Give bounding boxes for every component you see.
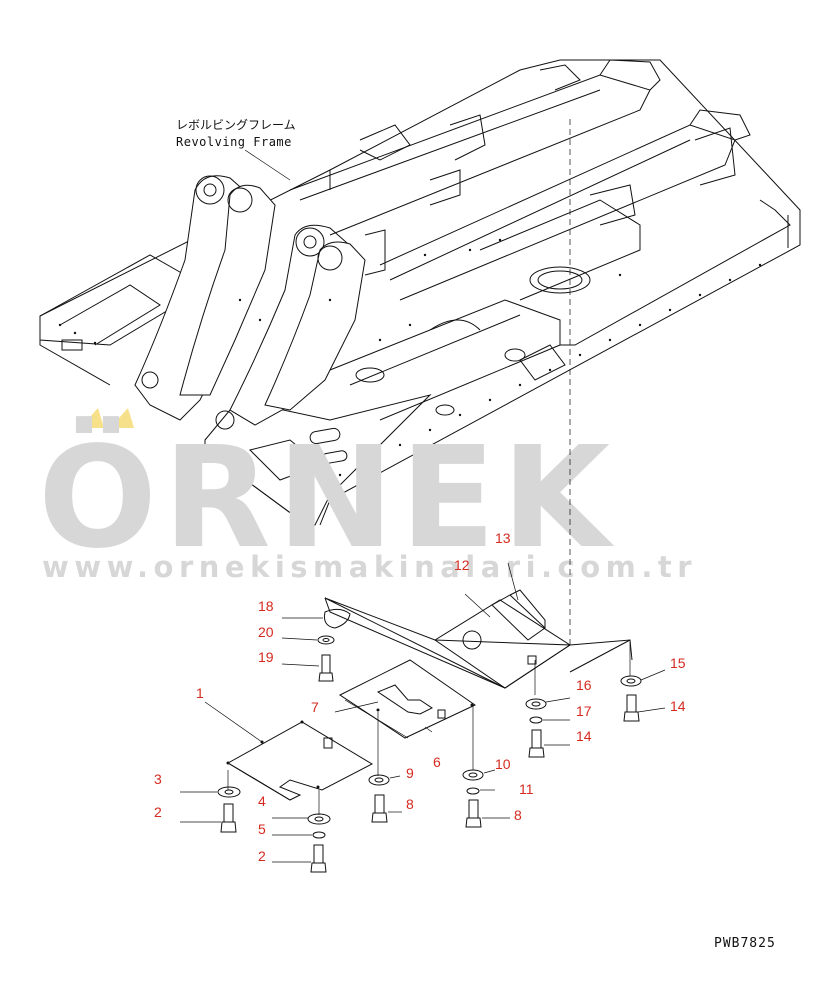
frame-bolt-holes bbox=[58, 238, 762, 477]
callout-7: 7 bbox=[311, 699, 319, 715]
callout-4: 4 bbox=[258, 793, 266, 809]
callout-20: 20 bbox=[258, 624, 274, 640]
watermark-brand: ÖRNEK bbox=[38, 415, 616, 580]
watermark-accent-right bbox=[110, 408, 134, 428]
callout-5: 5 bbox=[258, 821, 266, 837]
callout-12: 12 bbox=[454, 557, 470, 573]
cover-plate-12 bbox=[324, 562, 633, 689]
watermark-accent-left bbox=[80, 408, 104, 428]
watermark-url: www.ornekismakinalari.com.tr bbox=[42, 550, 697, 584]
callout-9: 9 bbox=[406, 765, 414, 781]
callout-14: 14 bbox=[576, 728, 592, 744]
callout-3: 3 bbox=[154, 771, 162, 787]
callout-6: 6 bbox=[433, 754, 441, 770]
hardware-items bbox=[217, 608, 642, 873]
callout-8-right: 8 bbox=[514, 807, 522, 823]
leader-lines bbox=[180, 617, 666, 863]
callout-2: 2 bbox=[154, 804, 162, 820]
callout-11: 11 bbox=[519, 781, 534, 797]
callout-15: 15 bbox=[670, 655, 686, 671]
callout-14-right: 14 bbox=[670, 698, 686, 714]
callout-labels: 1 3 2 4 5 2 7 6 9 8 10 11 8 12 13 16 17 … bbox=[154, 530, 686, 864]
revolving-frame-drawing bbox=[39, 59, 801, 526]
watermark: ÖRNEK www.ornekismakinalari.com.tr bbox=[38, 408, 697, 584]
drawing-code: PWB7825 bbox=[714, 936, 776, 951]
callout-18: 18 bbox=[258, 598, 274, 614]
callout-16: 16 bbox=[576, 677, 592, 693]
cover-plate-1 bbox=[204, 701, 374, 801]
callout-17: 17 bbox=[576, 703, 592, 719]
callout-19: 19 bbox=[258, 649, 274, 665]
cover-plate-6 bbox=[334, 659, 476, 739]
title-english: Revolving Frame bbox=[176, 135, 292, 149]
title-japanese: レボルビングフレーム bbox=[176, 118, 296, 132]
callout-2-lower: 2 bbox=[258, 848, 266, 864]
callout-13: 13 bbox=[495, 530, 511, 546]
callout-10: 10 bbox=[495, 756, 511, 772]
callout-8: 8 bbox=[406, 796, 414, 812]
callout-1: 1 bbox=[196, 685, 204, 701]
diagram-title: レボルビングフレーム Revolving Frame bbox=[176, 118, 296, 181]
